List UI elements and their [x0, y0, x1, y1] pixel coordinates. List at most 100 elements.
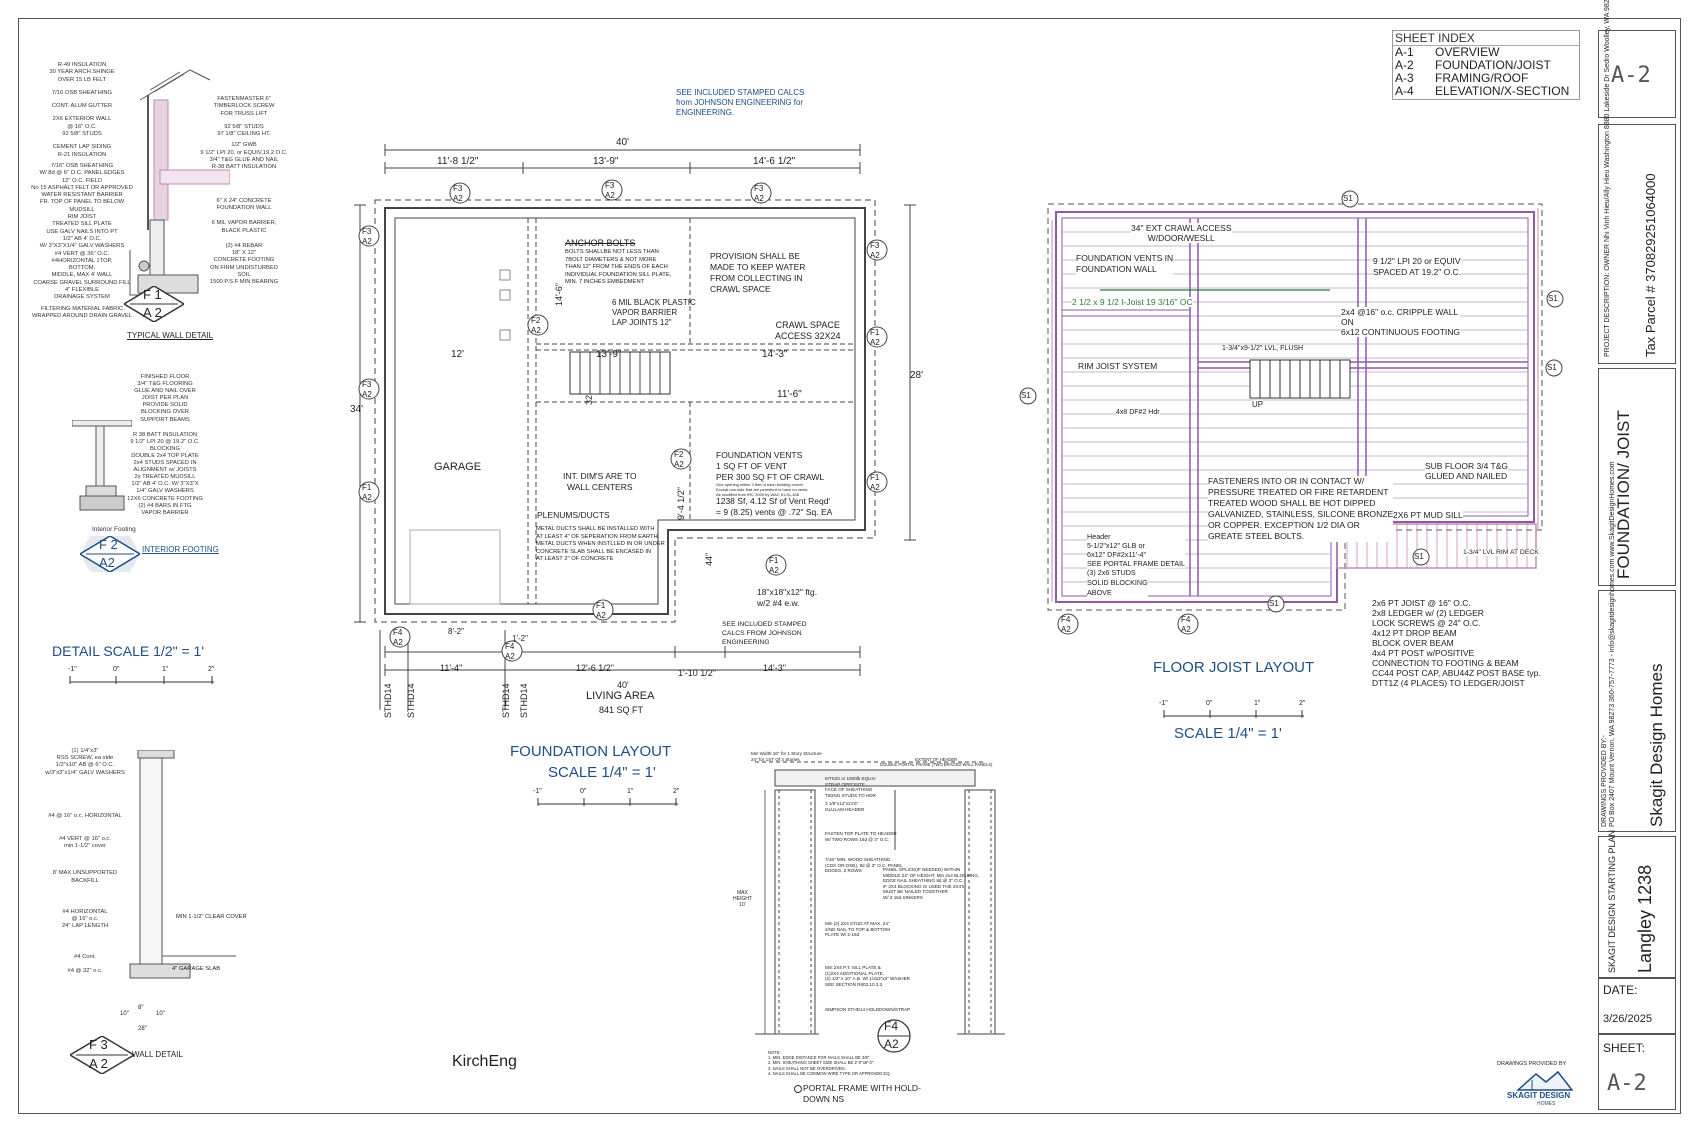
section-tag: A2 [870, 251, 880, 260]
note: 7/16" OSB SHEATHING [50, 162, 114, 169]
title-block-sheet-title: FOUNDATION/ JOIST [1598, 368, 1676, 586]
dim-note: 10" [156, 1011, 165, 1017]
note: 1/2" AB 4' O.C. W/ 3"X3"X [131, 481, 199, 488]
f3-tag-bottom: A 2 [89, 1056, 108, 1071]
section-tag: A2 [453, 194, 463, 203]
section-tag: A2 [674, 460, 684, 469]
note: FINISHED FLOOR [140, 374, 190, 380]
dim-top: 14'-6 1/2" [753, 156, 796, 167]
note: #4 @ 32" o.c. [67, 967, 103, 974]
dim-bottom: 1'-10 1/2" [678, 668, 716, 678]
up-label: UP [1252, 400, 1264, 409]
portal-frame-title: PORTAL FRAME WITH HOLD- DOWN NS [803, 1083, 921, 1104]
section-tag: F3 [362, 227, 372, 236]
section-tag: F3 [870, 241, 880, 250]
sheet-index-name: OVERVIEW [1435, 45, 1500, 59]
section-tag: F1 [769, 556, 779, 565]
scale-tick: 1" [1254, 700, 1261, 707]
s1-tag: S1 [1548, 294, 1558, 303]
note: 92 5/8" STUDS [224, 123, 264, 130]
note: GLUE AND NAIL OVER [134, 388, 196, 395]
fasteners-note: FASTENERS INTO OR IN CONTACT W/ PRESSURE… [1208, 476, 1394, 542]
section-tag: A2 [769, 566, 779, 575]
section-tag: A2 [505, 652, 515, 661]
interior-dim: 12' [451, 349, 465, 360]
note: RIM JOIST [67, 214, 97, 221]
section-tag: A2 [596, 611, 606, 620]
crawl-access-note: 34" EXT CRAWL ACCESS W/DOOR/WESLL [1131, 223, 1232, 243]
footing-note: 18"x18"x12" ftg. w/2 #4 e.w. [757, 587, 818, 608]
sheet-index-code: A-3 [1395, 71, 1414, 85]
title-block-date: DATE: 3/26/2025 [1598, 978, 1676, 1034]
sheet-index-code: A-1 [1395, 45, 1414, 59]
title-block-sheet: SHEET: A-2 [1598, 1034, 1676, 1110]
sheet-index-name: FOUNDATION/JOIST [1435, 58, 1551, 72]
date-value: 3/26/2025 [1603, 1013, 1652, 1025]
f4-tag-bottom: A2 [884, 1037, 899, 1051]
section-tag: F4 [505, 642, 515, 651]
section-tag: A2 [393, 638, 403, 647]
note: FR. TOP OF PANEL TO BELOW MUDSILL [39, 199, 125, 213]
portal-note: 7/16" MIN. WOOD SHEATHING (CDX OR OSB), … [825, 857, 903, 873]
note: 92 5/8" STUDS [62, 131, 102, 138]
section-tag: F1 [870, 328, 880, 337]
scale-tick: 2" [673, 788, 680, 795]
vents-note: FOUNDATION VENTS 1 SQ FT OF VENT PER 300… [716, 450, 825, 482]
note: 9 1/2" LPI 20 @ 19.2" O.C. [130, 438, 200, 445]
section-tag: F4 [393, 628, 403, 637]
note: 18" X 12" [231, 250, 257, 257]
note: BACKFILL [71, 877, 99, 884]
s1-tag: S1 [1547, 363, 1557, 372]
note: DRAINAGE SYSTEM [54, 294, 110, 301]
note: CONCRETE FOOTING [213, 257, 275, 264]
note: 8' MAX UNSUPPORTED [52, 870, 118, 877]
section-tag: F1 [362, 483, 372, 492]
section-tag: F3 [453, 184, 463, 193]
cripple-note: 2x4 @16" o.c. CRIPPLE WALL ON 6x12 CONTI… [1341, 307, 1461, 337]
note: VAPOR BARRIER [141, 509, 189, 516]
foundation-vents-note: FOUNDATION VENTS IN FOUNDATION WALL [1076, 253, 1174, 275]
section-tag: A2 [531, 326, 541, 335]
plenums-title: PLENUMS/DUCTS [537, 510, 610, 520]
foundation-layout-scale: SCALE 1/4" = 1' [548, 764, 656, 781]
scale-tick: -1" [68, 666, 77, 673]
note: #4 @ 16" o.c. HORIZONTAL [48, 812, 122, 819]
note: @ 16" O.C. [67, 123, 97, 130]
wall-detail-f3-drawing [129, 750, 236, 979]
note: min 1-1/2" cover [63, 843, 106, 850]
foundation-layout-title: FOUNDATION LAYOUT [510, 743, 672, 760]
foundation-scale-bar [537, 798, 678, 806]
sheet-index-name: ELEVATION/X-SECTION [1435, 84, 1570, 98]
scale-tick: -1" [1159, 700, 1168, 707]
note: #4 Cont. [74, 954, 96, 961]
note: W/ 3"X3"X1/4" GALV WASHERS [39, 243, 125, 250]
see-calcs-note: SEE INCLUDED STAMPED CALCS FROM JOHNSON … [722, 621, 807, 646]
rim-note: RIM JOIST SYSTEM [1078, 361, 1158, 371]
s1-tag: S1 [1414, 552, 1424, 561]
portal-note: 3 1/8"x12"x21'6" GLULAM HEADER [825, 801, 865, 812]
note: 4" FLEXIBLE [65, 287, 99, 294]
interior-footing-notes: FINISHED FLOOR 3/4" T&G FLOORING GLUE AN… [110, 374, 220, 517]
note: #4 VERT @ 16" o.c. [59, 836, 111, 843]
dim-top: 13'-9" [593, 156, 619, 167]
crawl-space-label: CRAWL SPACE ACCESS 32X24 [775, 320, 841, 341]
interior-footing-title: INTERIOR FOOTING [142, 545, 219, 554]
portal-note: EXTENT OF HEADER DOUBLE PORTAL FRAME (TW… [880, 757, 993, 768]
scale-tick: 0" [580, 788, 587, 795]
section-tag: F2 [531, 316, 541, 325]
note: BLOCKING OVER [141, 409, 189, 416]
note: 6" X 24" CONCRETE [216, 197, 272, 204]
scale-tick: 2" [1299, 700, 1306, 707]
garage-label: GARAGE [434, 461, 482, 473]
int-dims-note: INT. DIM'S ARE TO WALL CENTERS [563, 471, 637, 492]
note: FOUNDATION WALL [216, 204, 272, 211]
scale-tick: 1" [162, 666, 169, 673]
note: 1/2" AB 4' O.C. [62, 235, 102, 242]
lpi-note: 9 1/2" LPI 20 or EQUIV SPACED AT 19.2" O… [1373, 256, 1462, 278]
sheet-index-code: A-2 [1395, 58, 1414, 72]
note: 2x TREATED MUDSILL [134, 474, 196, 481]
f4-tag: F4 [1061, 615, 1071, 624]
ijoist-note: 2 1/2 x 9 1/2 I-Joist 19 3/16" OC [1072, 297, 1193, 307]
section-tag: A2 [362, 390, 372, 399]
